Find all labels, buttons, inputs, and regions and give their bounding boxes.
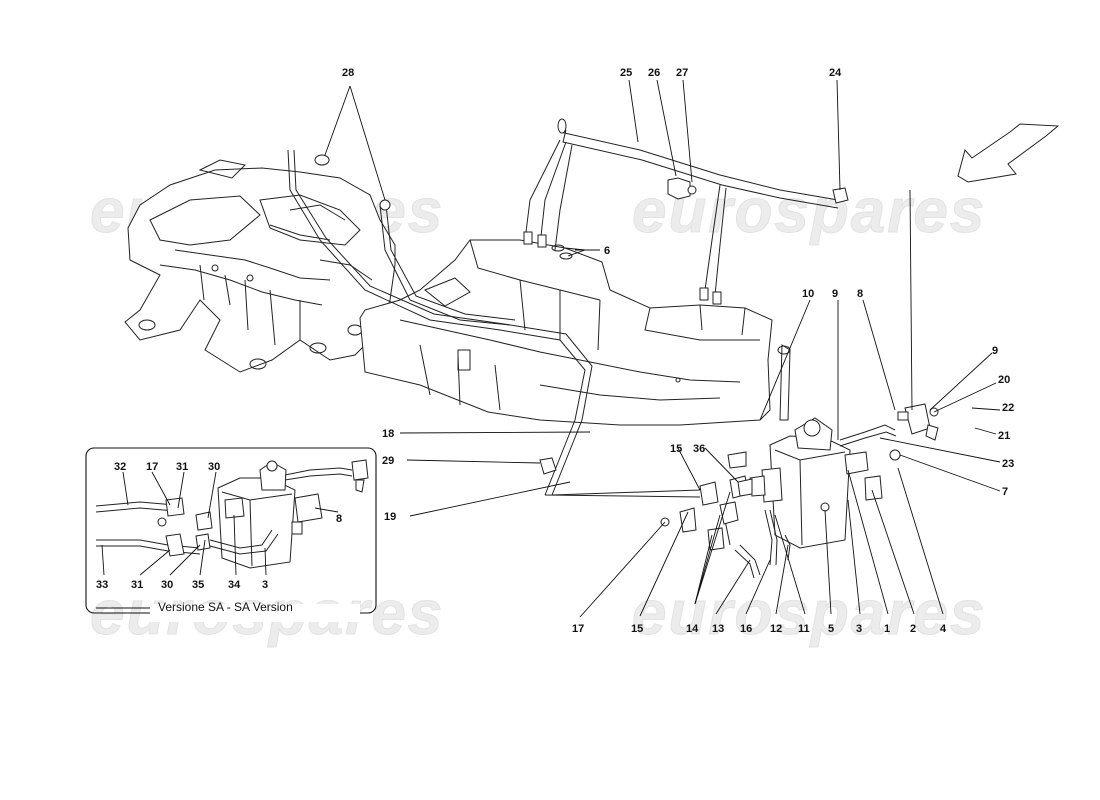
direction-arrow-icon <box>957 123 1060 183</box>
part-label: 22 <box>1002 402 1014 414</box>
part-label: 23 <box>1002 458 1014 470</box>
part-label: 10 <box>802 288 814 300</box>
part-label: 12 <box>770 623 782 635</box>
part-label: 11 <box>798 623 810 635</box>
part-label: 3 <box>856 623 862 635</box>
part-label: 8 <box>857 288 863 300</box>
inset-part-label: 3 <box>262 579 268 591</box>
part-label: 21 <box>998 430 1010 442</box>
part-labels: 28 25 26 27 24 6 10 9 8 9 20 22 21 23 7 … <box>342 67 1014 635</box>
inset-part-label: 31 <box>176 461 188 473</box>
inset-part-label: 35 <box>192 579 204 591</box>
watermark: eurospares <box>632 579 986 648</box>
inset-part-label: 8 <box>336 513 342 525</box>
hose-lines <box>287 149 701 498</box>
inset-sa-version: Versione SA - SA Version <box>85 447 377 622</box>
part-label: 25 <box>620 67 632 79</box>
inset-part-label: 30 <box>208 461 220 473</box>
canister-assembly <box>660 344 939 579</box>
part-label: 28 <box>342 67 354 79</box>
part-label: 6 <box>604 245 610 257</box>
part-label: 7 <box>1002 486 1008 498</box>
leader-lines <box>324 79 1001 618</box>
part-label: 17 <box>572 623 584 635</box>
vent-pipe <box>523 118 849 305</box>
part-label: 14 <box>686 623 699 635</box>
part-label: 1 <box>884 623 890 635</box>
inset-caption: Versione SA - SA Version <box>158 600 293 614</box>
part-label: 27 <box>676 67 688 79</box>
inset-part-label: 34 <box>228 579 241 591</box>
part-label: 15 <box>670 443 682 455</box>
part-label: 15 <box>631 623 643 635</box>
part-label: 29 <box>382 455 394 467</box>
part-label: 4 <box>940 623 947 635</box>
part-label: 26 <box>648 67 660 79</box>
part-label: 16 <box>740 623 752 635</box>
part-label: 18 <box>382 428 394 440</box>
part-label: 5 <box>828 623 834 635</box>
part-label: 13 <box>712 623 724 635</box>
intake-manifold <box>124 159 396 373</box>
part-label: 2 <box>910 623 916 635</box>
part-label: 36 <box>693 443 705 455</box>
part-label: 19 <box>384 511 396 523</box>
part-label: 9 <box>992 345 998 357</box>
fuel-tank-assembly <box>359 239 773 426</box>
part-label: 20 <box>998 374 1010 386</box>
inset-part-label: 31 <box>131 579 143 591</box>
inset-part-label: 33 <box>96 579 108 591</box>
part-label: 24 <box>829 67 842 79</box>
inset-part-label: 17 <box>146 461 158 473</box>
inset-part-label: 32 <box>114 461 126 473</box>
inset-part-label: 30 <box>161 579 173 591</box>
part-label: 9 <box>832 288 838 300</box>
